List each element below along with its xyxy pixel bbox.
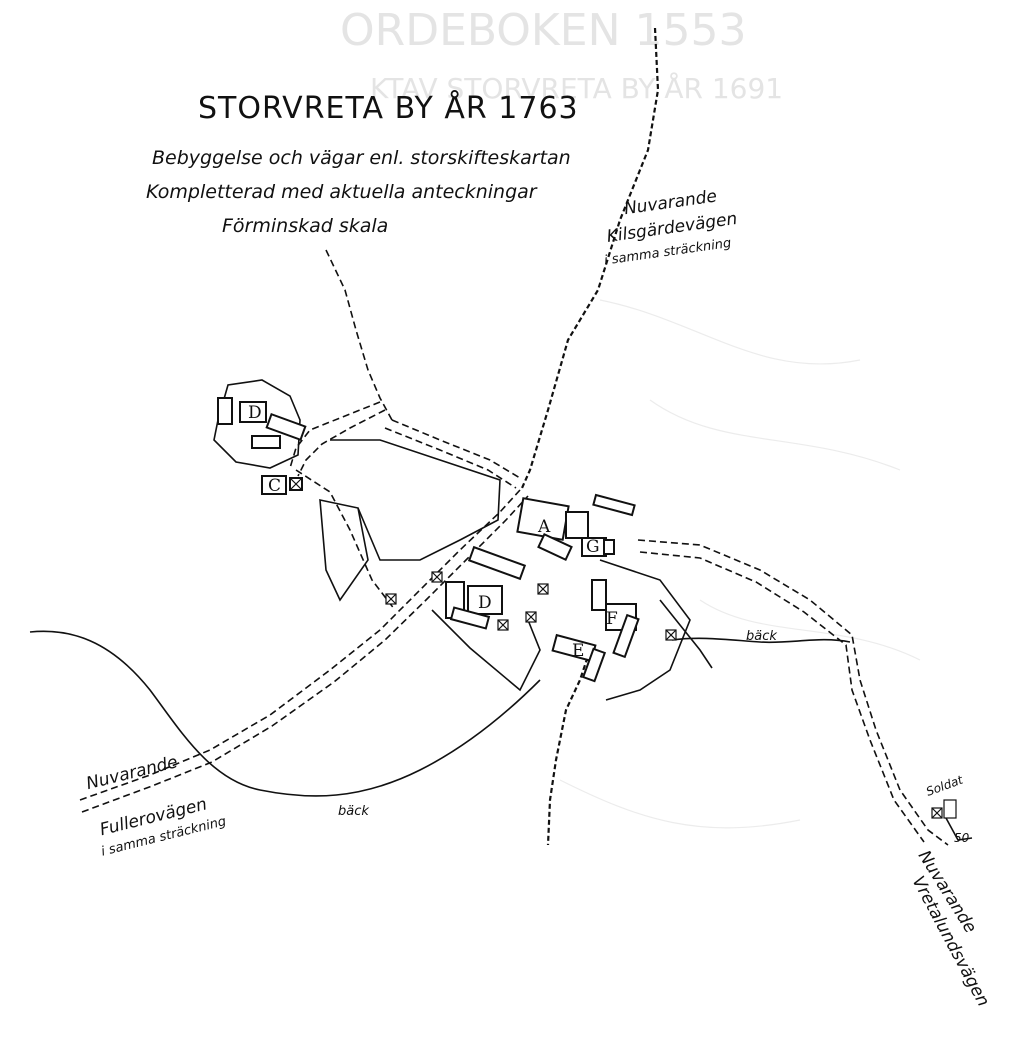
building [612,613,640,659]
road-farm-link [295,469,396,611]
subtitle-line-3: Förminskad skala [222,215,388,237]
road-kilsgard [520,27,660,489]
road-vretalund-2 [639,551,925,843]
label-kilsgard: Nuvarande Kilsgärdevägen i samma sträckn… [603,186,738,268]
soldat-plot [945,817,973,841]
farm-letter-a: A [537,517,551,537]
road-west-branch [289,401,381,469]
building [592,493,636,517]
plot-number: 50 [954,831,970,845]
building [261,475,287,495]
building [467,545,527,581]
building [591,579,607,611]
farm-d-central: D [445,545,527,630]
building [581,647,607,683]
soldat-label: Soldat [924,772,966,799]
ghost-layer: ORDEBOKEN 1553 KTAV STORVRETA BY ÅR 1691 [340,5,921,829]
subtitle-line-2: Kompletterad med aktuella anteckningar [146,181,538,203]
farm-f: F [591,579,640,659]
ghost-subheading: KTAV STORVRETA BY ÅR 1691 [370,71,783,105]
building [603,539,615,555]
building [265,412,307,442]
field-plot-east [599,559,691,701]
farm-a: A [516,493,636,562]
ghost-heading: ORDEBOKEN 1553 [340,5,746,56]
building [467,585,503,615]
farm-letter-d-west: D [248,403,262,423]
farm-letter-g: G [586,537,600,557]
farm-d-west: D [217,397,307,449]
farm-letter-d-central: D [478,593,492,613]
field-plot-north [330,439,501,561]
field-plot-west [319,498,369,602]
farm-letter-e: E [572,641,584,661]
building [239,401,267,423]
building [217,397,233,425]
farm-g: G [581,537,615,557]
stream-south [29,630,541,797]
stream-east [671,637,851,644]
farm-letter-f: F [606,609,618,629]
map-title: STORVRETA BY ÅR 1763 [198,90,579,126]
road-vretalund [637,539,949,846]
road-west-branch-2 [297,409,386,477]
building [449,606,491,630]
building [537,532,573,562]
stream-link [659,599,713,669]
farm-c-west: C [261,475,303,496]
building [565,511,589,539]
fullero-line-1: Nuvarande [84,752,179,794]
road-east-branch [391,419,521,479]
label-fullero: Nuvarande Fullerovägen i samma sträcknin… [84,752,227,859]
outbuildings [385,571,957,819]
farm-letter-c: C [268,476,281,496]
road-east-branch-2 [384,427,517,489]
stream-label-east: bäck [746,629,777,644]
subtitle-line-1: Bebyggelse och vägar enl. storskifteskar… [152,147,571,169]
road-south [546,649,592,846]
stream-label-south: bäck [338,804,369,819]
farm-e: E [551,633,607,683]
building [251,435,281,449]
field-plot-centre [431,609,541,692]
road-fullero [79,489,521,801]
label-vretalund: Nuvarande Vretalundsvägen [908,847,994,1010]
road-northwest [325,249,393,421]
ghost-lines [559,299,921,829]
